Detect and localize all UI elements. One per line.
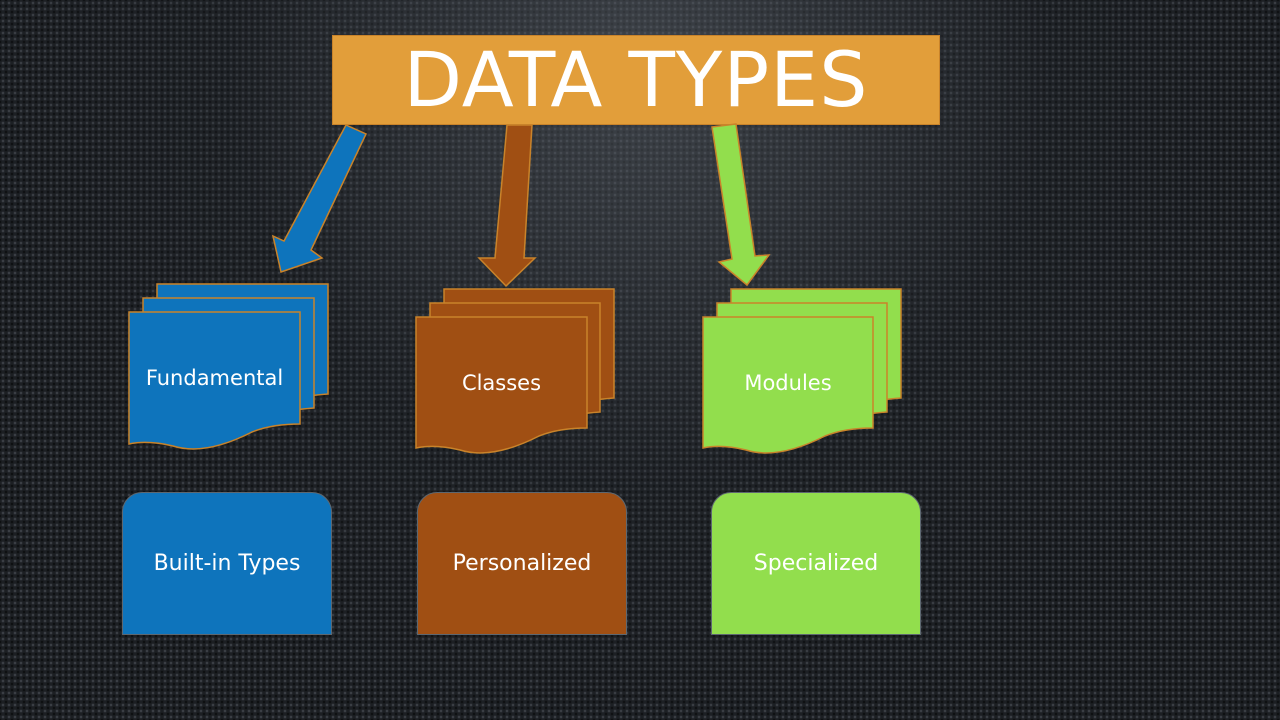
arrow-to-classes	[477, 124, 537, 288]
box-label-built-in-types: Built-in Types	[153, 551, 301, 576]
box-built-in-types: Built-in Types	[122, 492, 332, 635]
box-specialized: Specialized	[711, 492, 921, 635]
box-label-personalized: Personalized	[452, 551, 592, 576]
modules-document-stack	[702, 288, 902, 454]
doc-label-fundamental: Fundamental	[145, 366, 284, 390]
box-personalized: Personalized	[417, 492, 627, 635]
classes-document-stack	[415, 288, 615, 454]
doc-label-classes: Classes	[461, 371, 542, 395]
title-box: DATA TYPES	[332, 35, 940, 125]
doc-label-modules: Modules	[744, 371, 832, 395]
fundamental-document-stack	[128, 283, 329, 450]
arrow-to-fundamental	[271, 124, 368, 273]
page-title: DATA TYPES	[403, 35, 869, 124]
box-label-specialized: Specialized	[753, 551, 879, 576]
arrow-to-modules	[711, 123, 771, 287]
title-box-bg	[332, 35, 940, 125]
